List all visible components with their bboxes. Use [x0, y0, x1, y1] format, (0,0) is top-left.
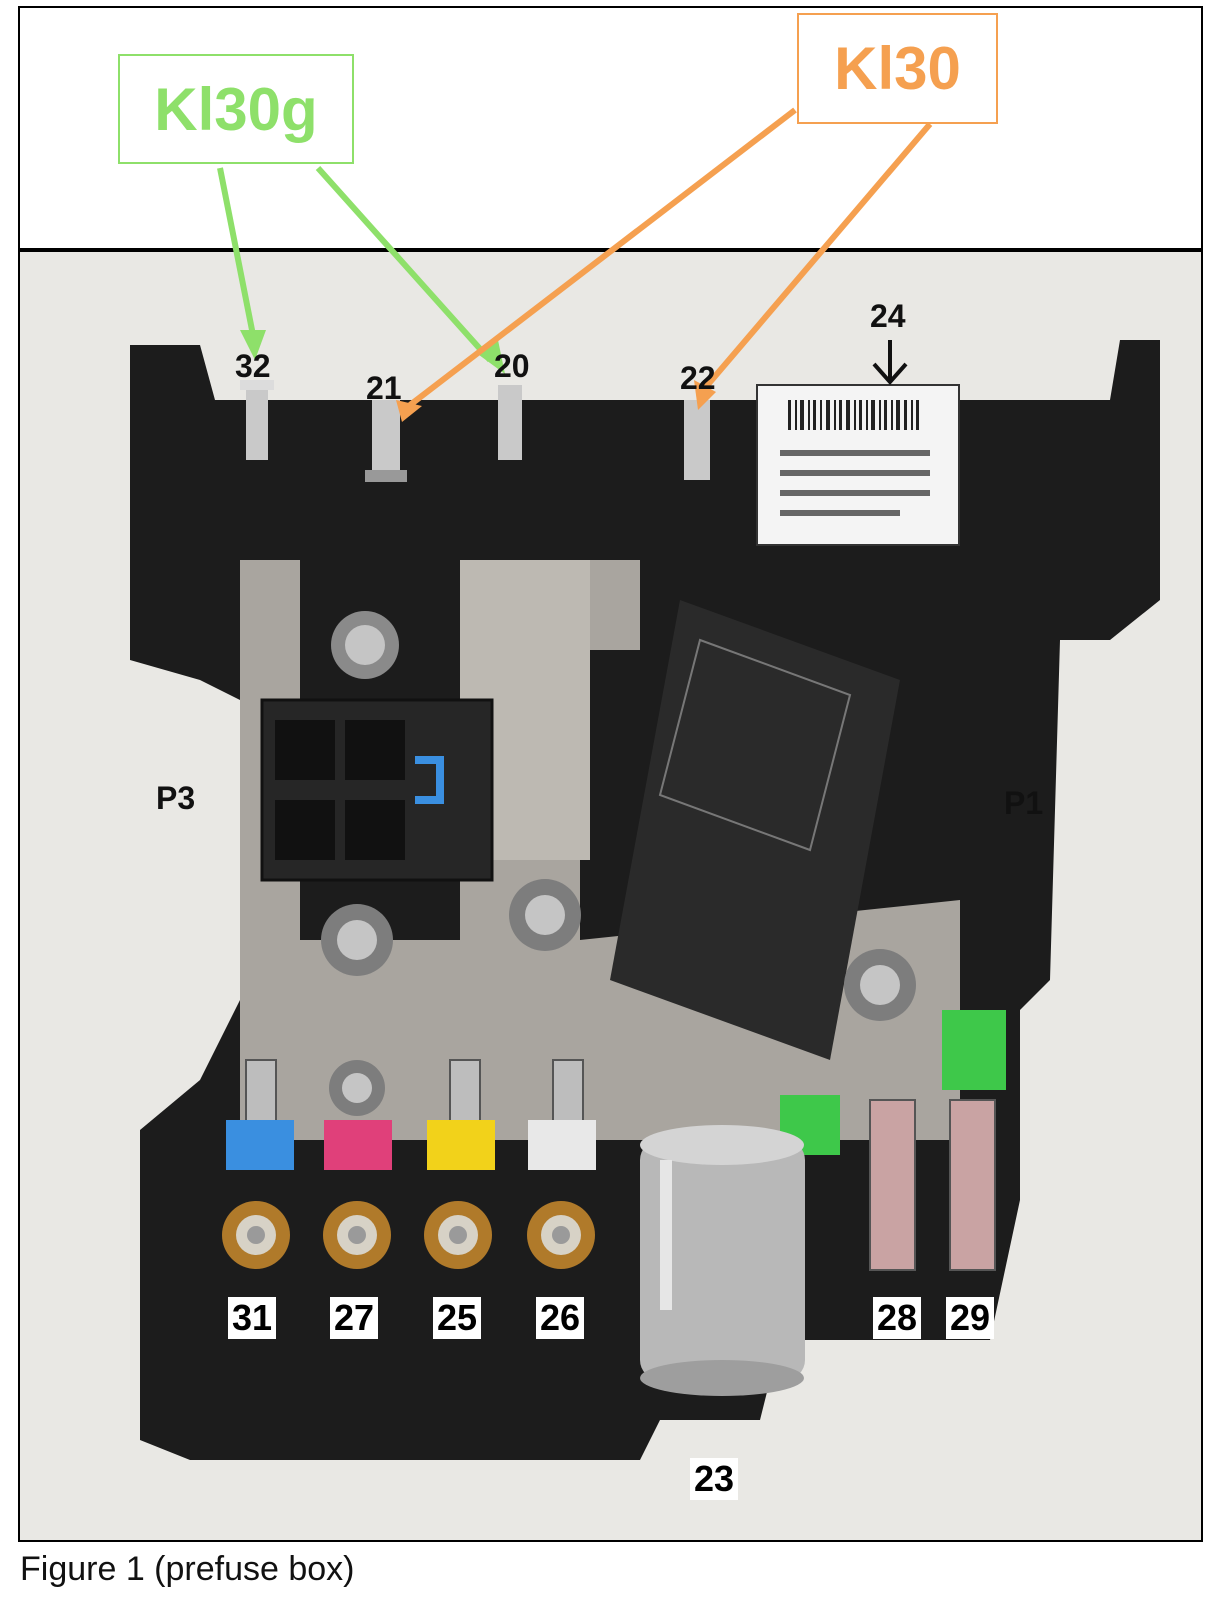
label-p1: P1	[1004, 785, 1044, 821]
callout-kl30: Kl30	[797, 13, 998, 124]
nut-31	[222, 1201, 290, 1269]
fuse-pink	[324, 1120, 392, 1170]
bolt-mid-right	[509, 879, 581, 951]
capacitor-23	[640, 1140, 805, 1380]
fuse-blue	[226, 1120, 294, 1170]
bolt-upper	[331, 611, 399, 679]
label-21: 21	[366, 370, 402, 406]
bolt-right	[844, 949, 916, 1021]
label-31: 31	[228, 1297, 277, 1339]
fuse-yellow	[427, 1120, 495, 1170]
nut-25	[424, 1201, 492, 1269]
figure-caption: Figure 1 (prefuse box)	[20, 1550, 355, 1588]
label-22: 22	[680, 360, 716, 396]
arrows-kl30g	[217, 165, 493, 363]
label-29: 29	[946, 1297, 995, 1339]
label-28: 28	[873, 1297, 922, 1339]
bolt-small	[329, 1060, 385, 1116]
sticker-24	[756, 384, 960, 546]
tab-29	[949, 1099, 996, 1271]
barcode	[788, 400, 919, 430]
nut-27	[323, 1201, 391, 1269]
fuse-green-upper	[942, 1010, 1006, 1090]
label-24: 24	[870, 298, 906, 334]
tab-28	[869, 1099, 916, 1271]
stud-22	[684, 400, 710, 480]
bolt-mid-left	[321, 904, 393, 976]
arrowhead-kl30g-32	[240, 330, 266, 360]
callout-kl30g: Kl30g	[118, 54, 354, 164]
stud-32	[240, 380, 274, 460]
stud-21	[365, 400, 407, 482]
arrowhead-kl30-21	[396, 400, 422, 422]
label-23: 23	[690, 1458, 739, 1500]
stud-20	[498, 385, 522, 460]
label-p3: P3	[156, 780, 196, 816]
label-27: 27	[330, 1297, 379, 1339]
arrow-24	[872, 340, 908, 386]
nut-26	[527, 1201, 595, 1269]
label-25: 25	[433, 1297, 482, 1339]
label-20: 20	[494, 348, 530, 384]
fuse-white	[528, 1120, 596, 1170]
label-26: 26	[536, 1297, 585, 1339]
arrowhead-kl30-22	[694, 380, 716, 410]
label-32: 32	[235, 348, 271, 384]
arrows-kl30	[408, 107, 933, 408]
